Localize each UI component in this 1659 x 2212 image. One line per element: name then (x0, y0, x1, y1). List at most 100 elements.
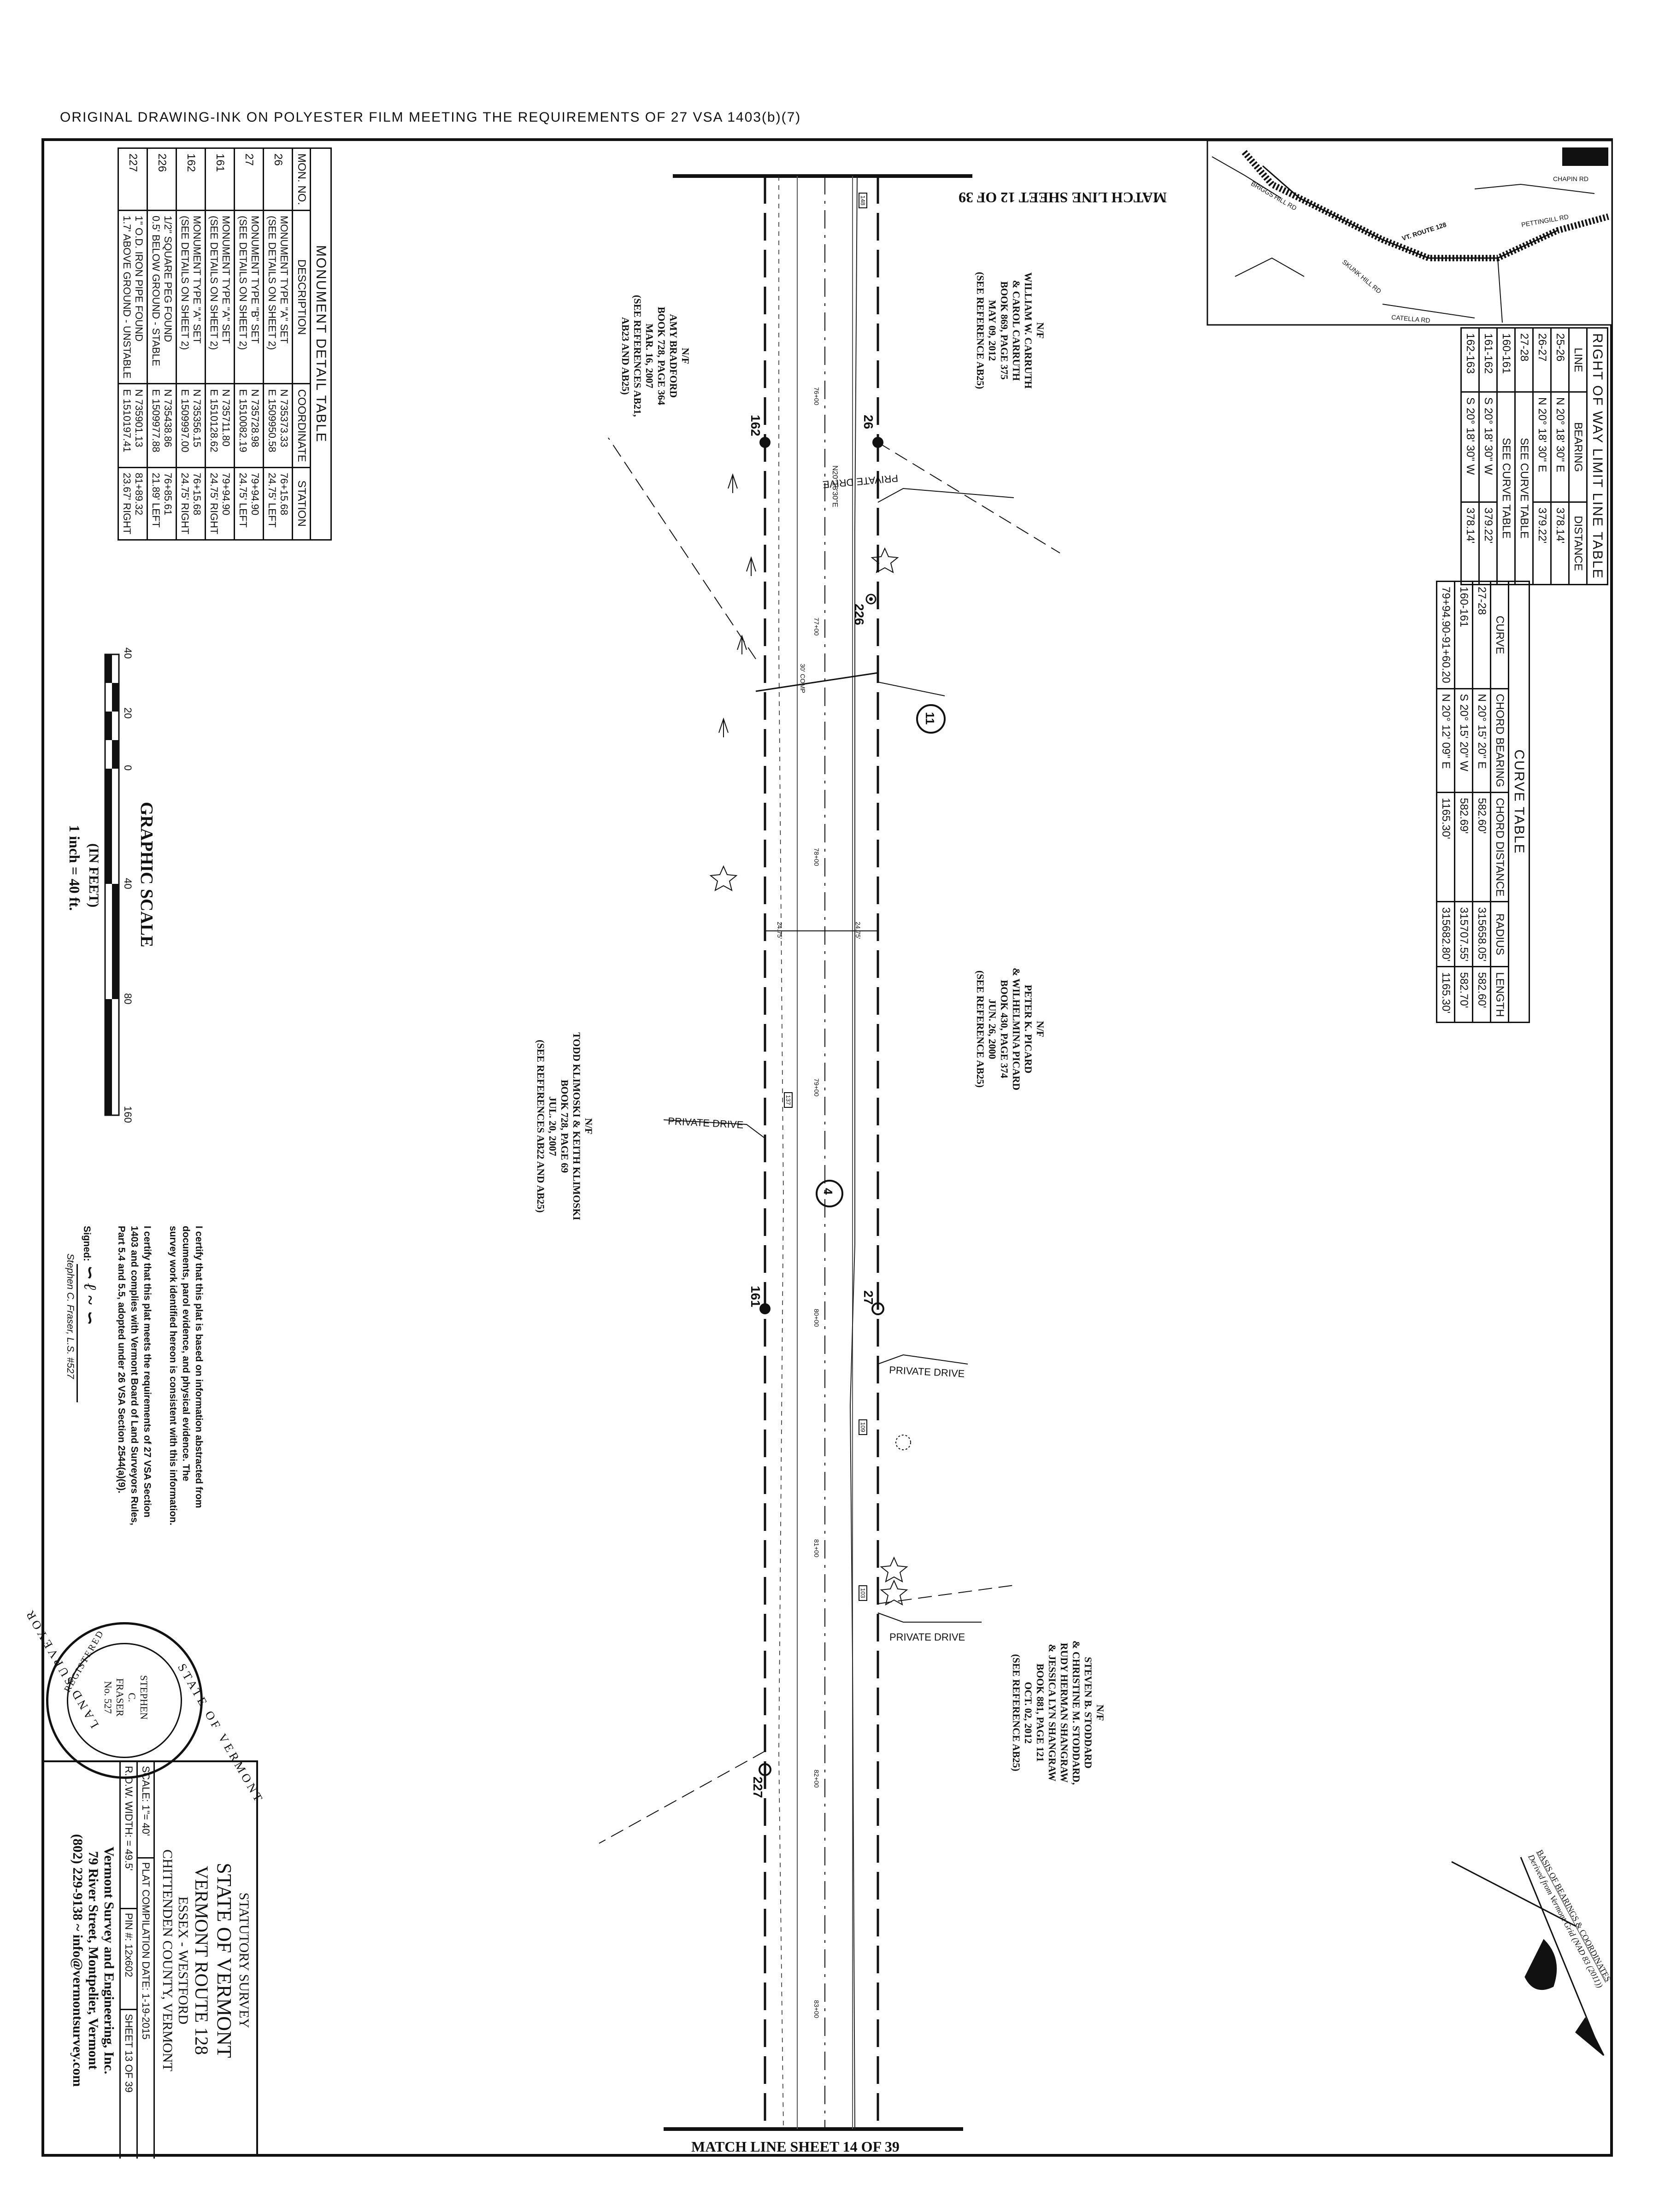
station-label: 81+00 (813, 1539, 820, 1558)
property-line-5 (877, 1585, 1014, 1604)
callout-137: 137 (784, 1092, 793, 1108)
station-label: 78+00 (813, 848, 820, 866)
title-block: STATUTORY SURVEY STATE OF VERMONT VERMON… (41, 1760, 258, 2159)
circle-label-11: 11 (923, 712, 937, 725)
curve-header-length: LENGTH (1490, 966, 1509, 1023)
scale-ratio: 1 inch = 40 ft. (66, 825, 83, 911)
circle-11 (916, 704, 946, 734)
circle-label-4: 4 (821, 1188, 835, 1195)
shrub-1 (895, 1435, 911, 1450)
mon-desc: MONUMENT TYPE "A" SET(SEE DETAILS ON SHE… (263, 210, 293, 384)
curve-header-radius: RADIUS (1490, 901, 1509, 967)
monument-detail-table: MONUMENT DETAIL TABLE MON. NO. DESCRIPTI… (118, 147, 332, 541)
property-line-6 (599, 1751, 765, 1844)
private-drive-1 (877, 488, 1014, 503)
station-label: 80+00 (813, 1309, 820, 1327)
title-towns: ESSEX - WESTFORD (176, 1896, 191, 2024)
graphic-scale-title: GRAPHIC SCALE (137, 802, 156, 947)
monument-226-marker (865, 594, 877, 605)
private-drive-2 (663, 1119, 765, 1139)
private-drive-3 (877, 1354, 968, 1365)
signer-name: Stephen C. Fraser, L.S. #527 (65, 1253, 76, 1379)
station-label: 77+00 (813, 618, 820, 636)
match-line-top-label: MATCH LINE SHEET 12 OF 39 (959, 189, 1167, 206)
curve-header-curve: CURVE (1490, 581, 1509, 689)
row-limit-table: RIGHT OF WAY LIMIT LINE TABLE LINE BEARI… (1460, 327, 1608, 585)
title-company: Vermont Survey and Engineering, Inc. (101, 1847, 117, 2074)
row-header-distance: DISTANCE (1569, 502, 1587, 585)
title-contact: (802) 229-9138 ~ info@vermontsurvey.com (70, 1834, 85, 2087)
monument-label-161: 161 (748, 1286, 763, 1307)
title-statutory: STATUTORY SURVEY (236, 1892, 252, 2029)
scale-unit: (IN FEET) (86, 843, 101, 908)
location-map (1206, 140, 1613, 326)
table-row: 26 MONUMENT TYPE "A" SET(SEE DETAILS ON … (263, 148, 293, 540)
title-block-inner: STATUTORY SURVEY STATE OF VERMONT VERMON… (41, 1762, 258, 2159)
shoulder-right (778, 176, 784, 2130)
table-row: 27 MONUMENT TYPE "B" SET(SEE DETAILS ON … (234, 148, 264, 540)
scale-tick: 40 (122, 647, 134, 659)
monument-table-caption: MONUMENT DETAIL TABLE (310, 148, 331, 540)
tree-symbols (718, 473, 756, 737)
monument-label-226: 226 (852, 604, 866, 625)
station-label: 79+00 (813, 1078, 820, 1097)
basis-bearing-line (1451, 1861, 1577, 1927)
curve-table-wrap: CURVE TABLE CURVE CHORD BEARING CHORD DI… (1436, 581, 1530, 1023)
circle-4 (816, 1180, 843, 1207)
row-header-bearing: BEARING (1569, 392, 1587, 502)
station-label: 76+00 (813, 387, 820, 406)
title-plat-date: PLAT COMPILATION DATE: 1-19-2015 (140, 1862, 152, 2040)
callout-148: 148 (859, 193, 867, 208)
signature-icon: ∽ ℓ ~ ∽ (76, 1264, 100, 1402)
shoulder-left (849, 176, 858, 2130)
monument-227-marker (759, 1763, 771, 1776)
graphic-scale-bar (104, 653, 120, 1116)
scale-tick: 80 (122, 993, 134, 1005)
comp-label: 30' COMP (799, 664, 806, 694)
property-line-2 (608, 437, 756, 659)
row-header-line: LINE (1569, 328, 1587, 392)
scale-tick: 40 (122, 878, 134, 889)
curve-header-distance: CHORD DISTANCE (1490, 792, 1509, 902)
property-line-3 (877, 442, 1060, 553)
monument-161-marker (759, 1303, 771, 1314)
row-table-caption: RIGHT OF WAY LIMIT LINE TABLE (1587, 328, 1608, 585)
offset-label-left: 24.75' (854, 922, 862, 939)
signed-label: Signed: (81, 1226, 92, 1261)
offset-label-right: 24.75' (776, 922, 783, 939)
title-pin: PIN #: 12x602 (121, 1909, 136, 2010)
station-label: 83+00 (813, 2000, 820, 2018)
mon-no: 27 (234, 148, 264, 211)
monument-label-26: 26 (861, 415, 876, 429)
header-note: ORIGINAL DRAWING-INK ON POLYESTER FILM M… (60, 110, 801, 125)
monument-label-227: 227 (751, 1777, 765, 1798)
curve-header-bearing: CHORD BEARING (1490, 688, 1509, 793)
station-label: 82+00 (813, 1770, 820, 1788)
monument-detail-table-wrap: MONUMENT DETAIL TABLE MON. NO. DESCRIPTI… (118, 147, 332, 541)
curve-table-caption: CURVE TABLE (1508, 581, 1530, 1023)
title-grid-row1: SCALE: 1"= 40' PLAT COMPILATION DATE: 1-… (136, 1762, 155, 2159)
sheet-border (41, 138, 1613, 2157)
mon-no: 26 (263, 148, 293, 211)
callout-109: 109 (859, 1419, 867, 1435)
